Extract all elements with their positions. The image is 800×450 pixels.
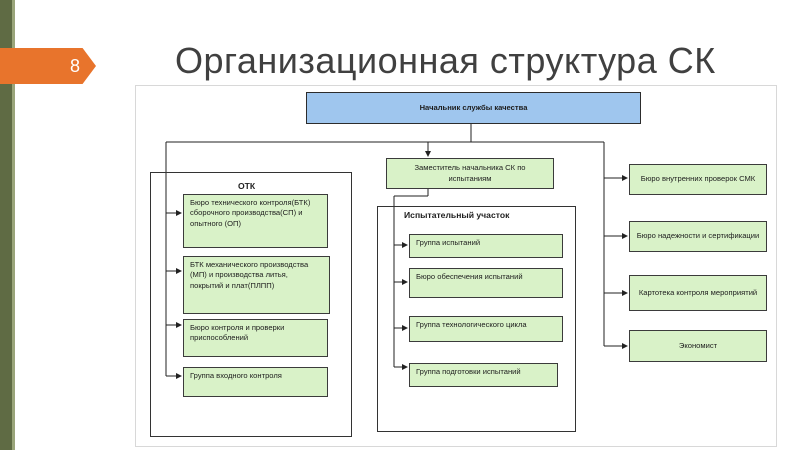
right-unit-box: Бюро внутренних проверок СМК [629,164,767,195]
head-of-quality-box: Начальник службы качества [306,92,641,124]
otk-group-label: ОТК [238,181,256,191]
slide-title: Организационная структура СК [175,40,716,81]
deputy-head-box: Заместитель начальника СК по испытаниям [386,158,554,189]
test-area-item: Бюро обеспечения испытаний [409,268,563,298]
right-unit-box: Экономист [629,330,767,362]
slide-number-badge: 8 [0,48,96,84]
test-area-item: Группа технологического цикла [409,316,563,342]
left-accent-strip [0,0,15,450]
test-area-group [377,206,576,432]
test-area-item: Группа подготовки испытаний [409,363,558,387]
otk-item: Группа входного контроля [183,367,328,397]
test-area-group-label: Испытательный участок [404,210,510,220]
test-area-item: Группа испытаний [409,234,563,258]
right-unit-box: Бюро надежности и сертификации [629,221,767,252]
otk-group [150,172,352,437]
right-unit-box: Картотека контроля мероприятий [629,275,767,311]
otk-item: Бюро технического контроля(БТК) сборочно… [183,194,328,248]
otk-item: БТК механического производства (МП) и пр… [183,256,330,314]
otk-item: Бюро контроля и проверки приспособлений [183,319,328,357]
org-chart: Начальник службы качества Заместитель на… [135,85,777,447]
connector-lines [165,124,628,379]
